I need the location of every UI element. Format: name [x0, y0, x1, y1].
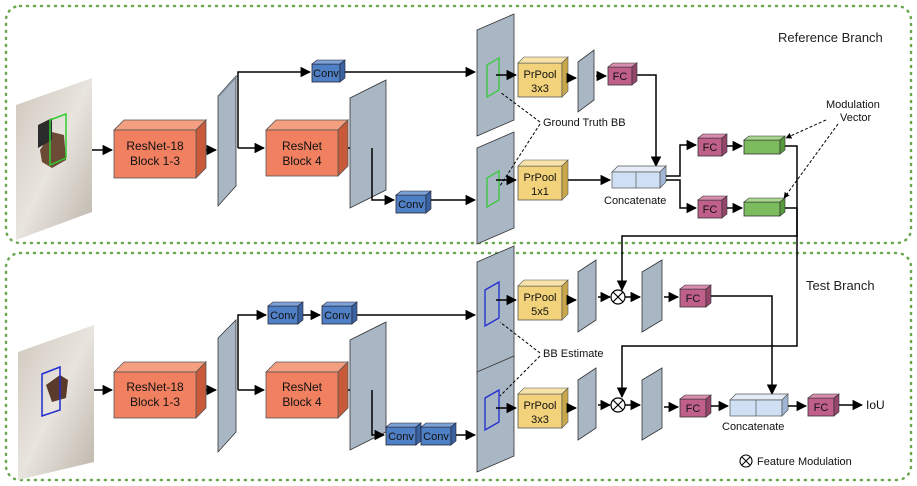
ref-prpool-1x1-label: PrPool [523, 172, 556, 184]
ref-fc-mod-2-label: FC [703, 204, 718, 216]
ground-truth-label: Ground Truth BB [543, 117, 626, 129]
test-prpool-5x5-label: PrPool [523, 292, 556, 304]
test-prpool-5x5-size: 5x5 [531, 306, 549, 318]
ref-concatenate-label: Concatenate [604, 195, 666, 207]
test-fc-2: FC [679, 394, 712, 418]
test-modulated-feature-1 [641, 259, 663, 333]
test-fc-2-label: FC [686, 403, 701, 415]
test-bb-box [41, 365, 61, 418]
test-input-image [18, 325, 94, 480]
ref-feature-map-2 [349, 79, 387, 209]
test-conv-bottom-1: Conv [385, 422, 422, 446]
test-prpool-3x3-label: PrPool [523, 400, 556, 412]
modulation-vector-label: Modulation [826, 99, 880, 111]
feature-modulation-label: Feature Modulation [757, 456, 852, 468]
bb-estimate-label: BB Estimate [543, 348, 604, 360]
modulation-vector-1 [743, 135, 786, 155]
ref-prpool-3x3: PrPool 3x3 [517, 56, 569, 98]
modulation-vector-2 [743, 197, 786, 217]
test-prpool-5x5: PrPool 5x5 [517, 279, 569, 321]
ref-conv-top: Conv [311, 59, 346, 83]
ref-resnet18-label: ResNet-18 [126, 139, 184, 153]
ref-conv-bottom: Conv [395, 190, 432, 214]
test-feature-map-1 [217, 319, 237, 454]
test-modulated-feature-2 [641, 367, 663, 441]
feature-modulation-legend: Feature Modulation [739, 454, 852, 468]
ref-resnet4-sublabel: Block 4 [282, 154, 322, 168]
ref-prpool-3x3-size: 3x3 [531, 83, 549, 95]
modulation-op-1 [610, 289, 626, 305]
ref-resnet18-sublabel: Block 1-3 [130, 154, 180, 168]
test-resnet-block4: ResNet Block 4 [265, 361, 349, 419]
ref-feature-map-1 [217, 74, 238, 208]
test-resnet18-sublabel: Block 1-3 [130, 395, 180, 409]
test-branch-title: Test Branch [806, 278, 875, 293]
reference-gt-box [49, 112, 67, 167]
test-resnet18-label: ResNet-18 [126, 380, 184, 394]
ref-resnet4-label: ResNet [282, 139, 323, 153]
test-resnet18-block: ResNet-18 Block 1-3 [113, 361, 207, 419]
test-conv-bottom-1-label: Conv [388, 431, 414, 443]
ref-conv-top-label: Conv [313, 68, 339, 80]
ref-fc-mod-1-label: FC [703, 142, 718, 154]
final-fc: FC [807, 393, 840, 417]
test-prpool-3x3-size: 3x3 [531, 414, 549, 426]
test-prpool-3x3: PrPool 3x3 [517, 387, 569, 429]
ref-resnet-block4: ResNet Block 4 [265, 119, 349, 177]
ref-prpool-3x3-label: PrPool [523, 69, 556, 81]
ref-prpool-1x1: PrPool 1x1 [517, 159, 569, 201]
test-conv-bottom-2-label: Conv [423, 431, 449, 443]
reference-branch-border [4, 4, 913, 245]
test-feature-map-4 [476, 355, 515, 473]
test-conv-top-2-label: Conv [324, 310, 350, 322]
test-conv-top-1: Conv [267, 301, 304, 325]
reference-input-image [16, 78, 92, 240]
test-concatenate-label: Concatenate [722, 421, 784, 433]
ref-fc-top: FC [607, 62, 638, 86]
ref-concatenate-block [611, 165, 667, 189]
test-conv-top-2: Conv [321, 301, 358, 325]
ref-feature-map-4 [476, 131, 515, 245]
ref-fc-top-label: FC [613, 71, 628, 83]
iou-output-label: IoU [866, 398, 885, 412]
modulation-op-2 [610, 397, 626, 413]
test-fc-1: FC [679, 284, 712, 308]
test-conv-bottom-2: Conv [420, 422, 457, 446]
test-pooled-feature-2 [577, 367, 597, 441]
ref-feature-map-3 [476, 13, 515, 137]
ref-prpool-1x1-size: 1x1 [531, 186, 549, 198]
test-feature-map-3 [476, 245, 515, 375]
test-resnet4-sublabel: Block 4 [282, 395, 322, 409]
ref-fc-mod-1: FC [697, 133, 728, 157]
ref-resnet18-block: ResNet-18 Block 1-3 [113, 119, 207, 179]
test-fc-1-label: FC [686, 293, 701, 305]
test-feature-map-2 [349, 321, 387, 451]
ref-fc-mod-2: FC [697, 195, 728, 219]
reference-branch-title: Reference Branch [778, 30, 883, 45]
ref-conv-bottom-label: Conv [398, 199, 424, 211]
final-fc-label: FC [814, 402, 829, 414]
modulation-vector-label-2: Vector [840, 112, 872, 124]
test-pooled-feature-1 [577, 259, 597, 333]
test-concatenate-block [729, 393, 789, 417]
test-conv-top-1-label: Conv [270, 310, 296, 322]
ref-pooled-feature [577, 49, 595, 113]
test-resnet4-label: ResNet [282, 380, 323, 394]
